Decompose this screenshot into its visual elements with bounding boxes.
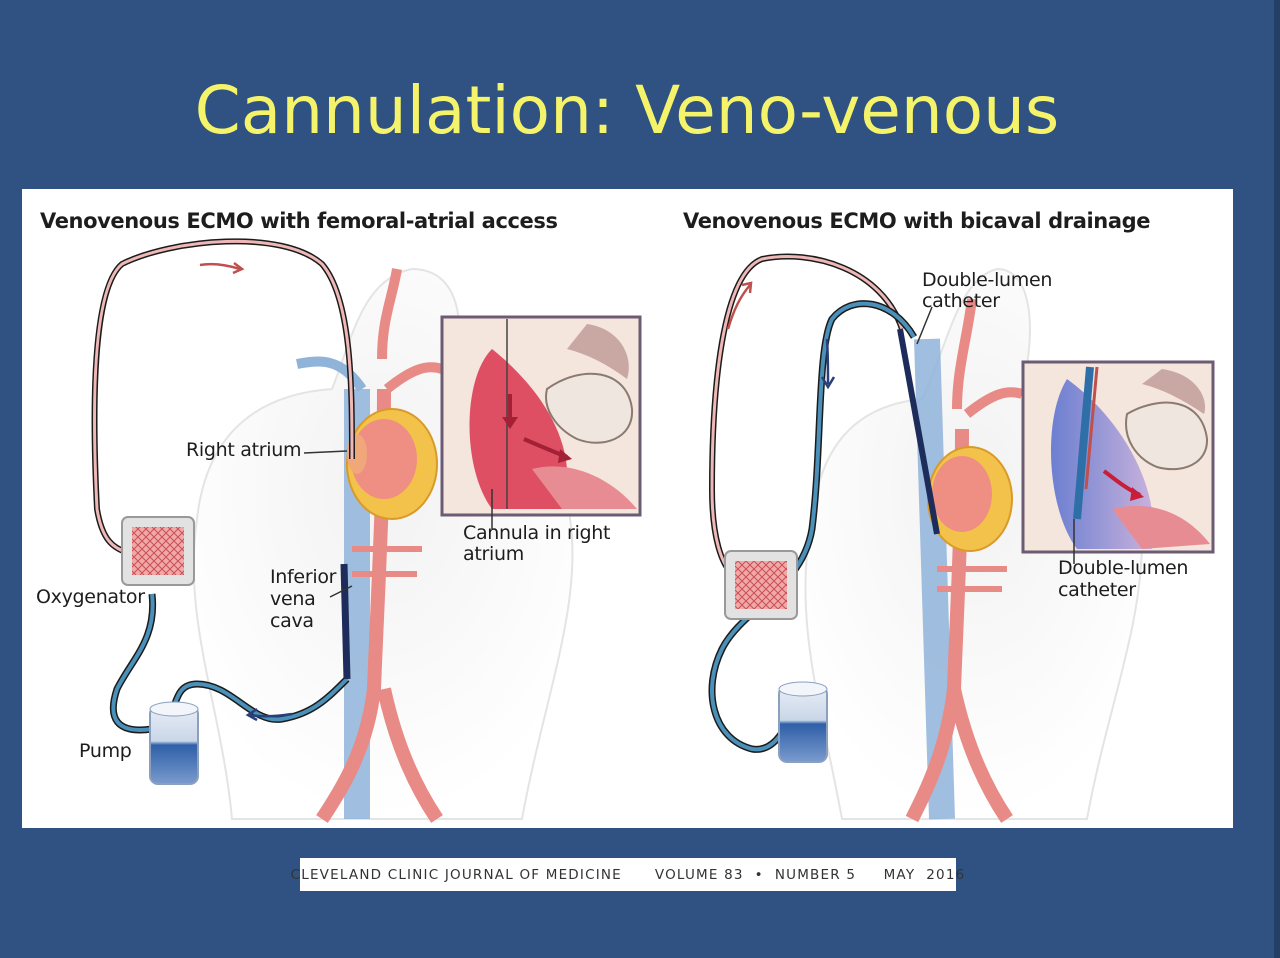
left-oxygenator — [121, 516, 195, 586]
slide-title: Cannulation: Veno-venous — [194, 72, 1060, 149]
label-oxygenator: Oxygenator — [36, 586, 145, 608]
right-inset — [1021, 360, 1215, 554]
citation-number: NUMBER 5 — [774, 866, 857, 883]
left-heart — [346, 408, 438, 520]
journal-citation: CLEVELAND CLINIC JOURNAL OF MEDICINE VOL… — [291, 858, 964, 891]
label-dlc-top-line1: Double-lumen — [922, 269, 1053, 291]
label-ivc-line3: cava — [270, 610, 314, 632]
citation-separator: • — [754, 866, 764, 883]
label-ivc-line1: Inferior — [270, 566, 337, 588]
label-ivc-line2: vena — [270, 588, 316, 610]
label-dlc-inset-line2: catheter — [1058, 579, 1136, 601]
label-pump: Pump — [79, 740, 132, 762]
citation-date: MAY 2016 — [883, 866, 966, 883]
citation-journal: CLEVELAND CLINIC JOURNAL OF MEDICINE — [290, 866, 622, 883]
ecmo-illustration — [91, 238, 1215, 823]
window-edge — [1274, 0, 1280, 958]
ecmo-figure: Venovenous ECMO with femoral-atrial acce… — [22, 189, 1233, 828]
right-oxygenator — [724, 550, 798, 620]
right-heart — [927, 446, 1013, 552]
citation-volume: VOLUME 83 — [654, 866, 744, 883]
label-cannula-line1: Cannula in right — [463, 522, 611, 544]
left-inset — [440, 315, 642, 517]
left-leaders — [303, 450, 493, 598]
label-dlc-inset-line1: Double-lumen — [1058, 557, 1189, 579]
label-dlc-top-line2: catheter — [922, 290, 1000, 312]
right-pump — [778, 681, 828, 763]
right-panel-title: Venovenous ECMO with bicaval drainage — [683, 209, 1151, 233]
left-pump — [149, 701, 199, 785]
left-panel-title: Venovenous ECMO with femoral-atrial acce… — [40, 209, 558, 233]
label-right-atrium: Right atrium — [186, 439, 302, 461]
label-cannula-line2: atrium — [463, 543, 524, 565]
right-leaders — [916, 306, 1075, 564]
